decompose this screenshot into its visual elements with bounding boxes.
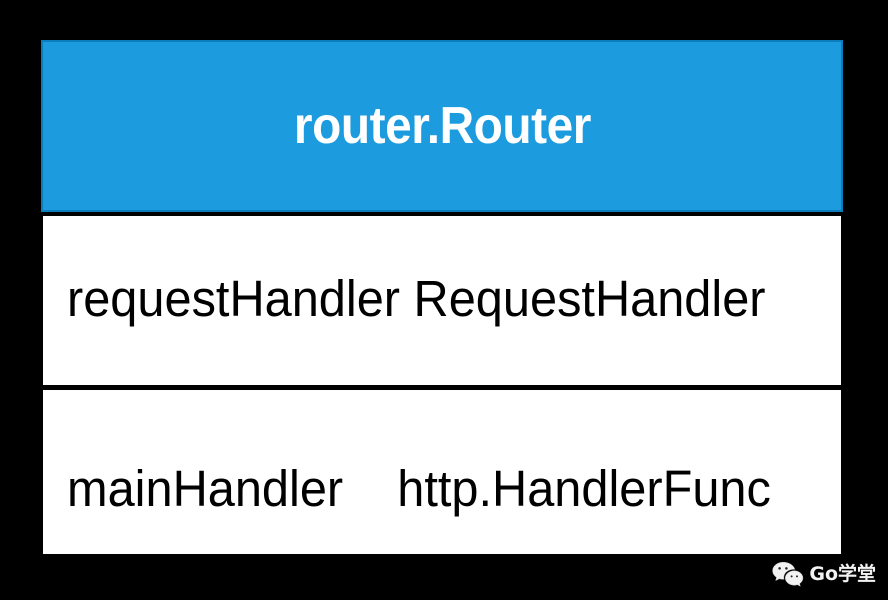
class-name-label: router.Router [293,97,591,155]
class-attributes-compartment: requestHandler RequestHandler mainHandle… [43,216,841,554]
attribute-text: requestHandler RequestHandler [67,270,766,327]
attribute-row: requestHandler RequestHandler [43,216,841,385]
attribute-row: mainHandler http.HandlerFunc [43,385,841,554]
wechat-icon [771,560,805,588]
watermark: Go学堂 [771,560,876,588]
class-header-compartment: router.Router [41,40,843,212]
watermark-label: Go学堂 [809,562,876,585]
uml-class-box: router.Router requestHandler RequestHand… [41,40,843,556]
attribute-text: mainHandler http.HandlerFunc [67,459,771,517]
